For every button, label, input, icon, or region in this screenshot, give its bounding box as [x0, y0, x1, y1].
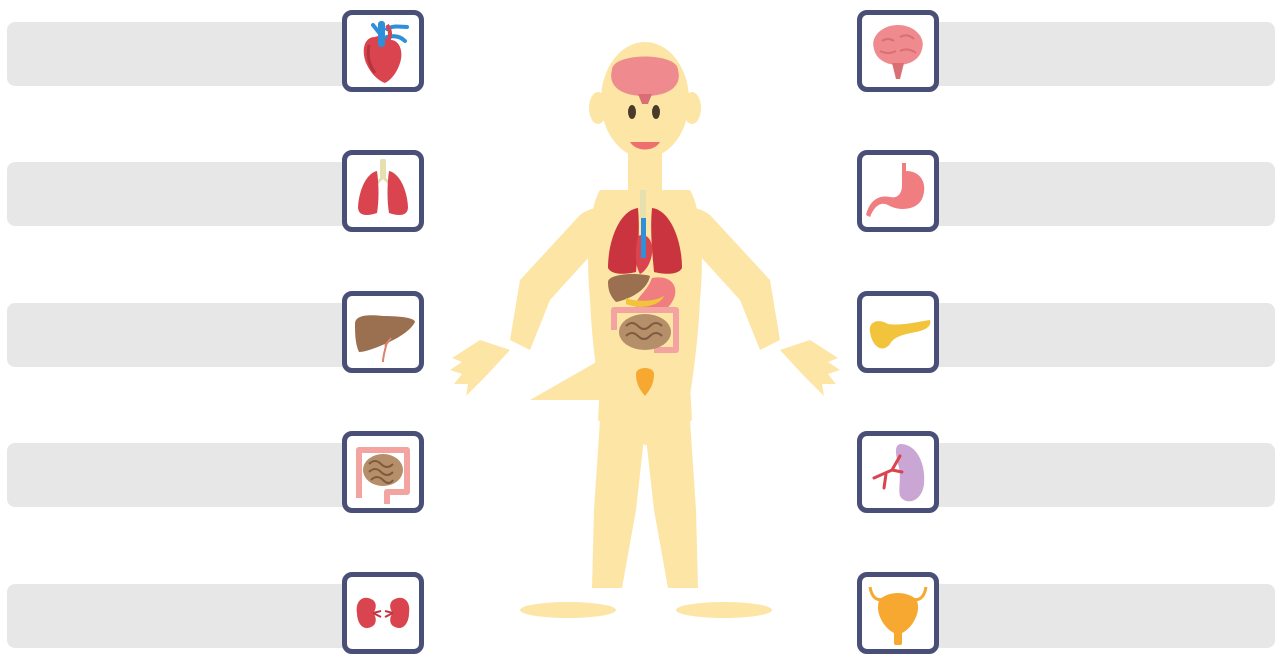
lungs-icon [347, 155, 419, 227]
label-slot-spleen[interactable] [905, 443, 1275, 507]
liver-card[interactable] [342, 291, 424, 373]
liver-icon [347, 296, 419, 368]
label-slot-intestines[interactable] [7, 443, 372, 507]
spleen-icon [862, 436, 934, 508]
label-slot-liver[interactable] [7, 303, 372, 367]
lungs-card[interactable] [342, 150, 424, 232]
heart-card[interactable] [342, 10, 424, 92]
trachea-shape [640, 190, 646, 218]
kidneys-card[interactable] [342, 572, 424, 654]
spleen-card[interactable] [857, 431, 939, 513]
intestines-card[interactable] [342, 431, 424, 513]
heart-icon [347, 15, 419, 87]
stomach-card[interactable] [857, 150, 939, 232]
label-slot-kidneys[interactable] [7, 584, 372, 648]
brain-icon [862, 15, 934, 87]
human-body-figure [440, 40, 850, 630]
brain-card[interactable] [857, 10, 939, 92]
stomach-icon [862, 155, 934, 227]
bladder-card[interactable] [857, 572, 939, 654]
pancreas-icon [862, 296, 934, 368]
label-slot-pancreas[interactable] [905, 303, 1275, 367]
label-slot-lungs[interactable] [7, 162, 372, 226]
intestines-icon [347, 436, 419, 508]
pancreas-card[interactable] [857, 291, 939, 373]
label-slot-brain[interactable] [905, 22, 1275, 86]
label-slot-stomach[interactable] [905, 162, 1275, 226]
small-intestine-shape [619, 314, 671, 350]
brain-shape [611, 57, 679, 97]
vessel-shape [641, 218, 646, 258]
label-slot-heart[interactable] [7, 22, 372, 86]
label-slot-bladder[interactable] [905, 584, 1275, 648]
bladder-icon [862, 577, 934, 649]
kidneys-icon [347, 577, 419, 649]
